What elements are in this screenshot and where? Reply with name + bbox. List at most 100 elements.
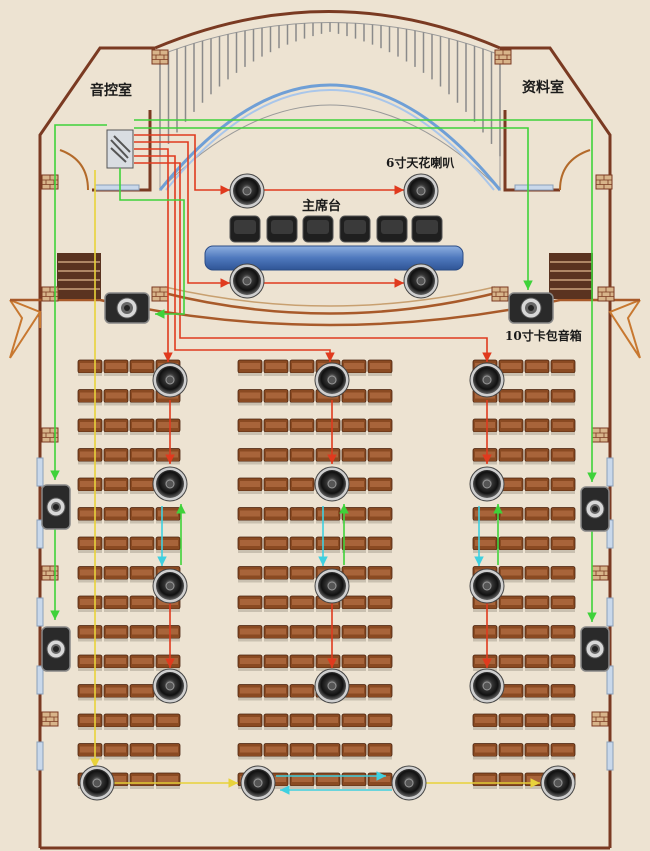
ceiling-speaker-icon: [229, 173, 265, 209]
audience-seat-icon: [77, 389, 103, 406]
audience-seat-icon: [498, 389, 524, 406]
audience-seat-icon: [129, 743, 155, 760]
audience-seat-icon: [103, 684, 129, 701]
ceiling-speaker-icon: [314, 466, 350, 502]
archive-room-label: 资料室: [522, 79, 564, 96]
audience-seat-icon: [289, 389, 315, 406]
audience-seat-icon: [155, 743, 181, 760]
control-room-label: 音控室: [90, 82, 132, 99]
audience-seat-icon: [155, 625, 181, 642]
audience-seat-icon: [367, 507, 393, 524]
audience-seat-icon: [315, 743, 341, 760]
audience-seat-icon: [367, 654, 393, 671]
audience-seat-icon: [367, 389, 393, 406]
amplifier-rack-icon: [106, 129, 134, 169]
box-speaker-icon: [41, 484, 71, 530]
audience-seat-icon: [524, 477, 550, 494]
audience-seat-icon: [341, 448, 367, 465]
audience-seat-icon: [472, 625, 498, 642]
audience-seat-icon: [289, 359, 315, 376]
audience-seat-icon: [129, 625, 155, 642]
audience-seat-icon: [237, 359, 263, 376]
audience-seat-icon: [472, 536, 498, 553]
audience-seat-icon: [129, 684, 155, 701]
audience-seat-icon: [103, 507, 129, 524]
audience-seat-icon: [103, 477, 129, 494]
audience-seat-icon: [289, 625, 315, 642]
audience-seat-icon: [498, 448, 524, 465]
audience-seat-icon: [103, 566, 129, 583]
audience-seating: [77, 359, 576, 789]
cyan-cables: [157, 506, 484, 795]
audience-seat-icon: [498, 418, 524, 435]
audience-seat-icon: [77, 507, 103, 524]
audience-seat-icon: [315, 448, 341, 465]
ceiling-speaker-icon: [469, 568, 505, 604]
brick-vent-icon: [591, 711, 609, 727]
audience-seat-icon: [263, 625, 289, 642]
audience-seat-icon: [367, 566, 393, 583]
ceiling-speaker-icon: [469, 668, 505, 704]
audience-seat-icon: [77, 566, 103, 583]
audience-seat-icon: [155, 418, 181, 435]
audience-seat-icon: [129, 772, 155, 789]
ceiling-speaker-icon: [391, 765, 427, 801]
ceiling-speaker-label: 6寸天花喇叭: [386, 155, 454, 170]
audience-seat-icon: [289, 566, 315, 583]
audience-seat-icon: [237, 684, 263, 701]
audience-seat-icon: [315, 625, 341, 642]
audience-seat-icon: [289, 536, 315, 553]
brick-vent-icon: [151, 49, 169, 65]
audience-seat-icon: [367, 625, 393, 642]
audience-seat-icon: [263, 507, 289, 524]
audience-seat-icon: [524, 536, 550, 553]
audience-seat-icon: [550, 743, 576, 760]
audience-seat-icon: [237, 566, 263, 583]
rostrum-chair-icon: [376, 215, 408, 243]
audience-seat-icon: [524, 684, 550, 701]
audience-seat-icon: [472, 448, 498, 465]
audience-seat-icon: [129, 448, 155, 465]
audience-seat-icon: [263, 684, 289, 701]
audience-seat-icon: [237, 418, 263, 435]
ceiling-speaker-icon: [540, 765, 576, 801]
audience-seat-icon: [129, 536, 155, 553]
audience-seat-icon: [524, 654, 550, 671]
audience-seat-icon: [524, 566, 550, 583]
audience-seat-icon: [103, 536, 129, 553]
audience-seat-icon: [472, 507, 498, 524]
audience-seat-icon: [550, 684, 576, 701]
brick-vent-icon: [41, 565, 59, 581]
brick-vent-icon: [494, 49, 512, 65]
audience-seat-icon: [498, 507, 524, 524]
ceiling-speaker-icon: [152, 466, 188, 502]
audience-seat-icon: [550, 595, 576, 612]
ceiling-speaker-icon: [403, 173, 439, 209]
box-speaker-icon: [580, 486, 610, 532]
audience-seat-icon: [472, 418, 498, 435]
yellow-cables: [90, 170, 540, 788]
ceiling-speaker-icon: [403, 263, 439, 299]
audience-seat-icon: [263, 536, 289, 553]
audience-seat-icon: [472, 772, 498, 789]
rostrum-chair-icon: [266, 215, 298, 243]
audience-seat-icon: [550, 654, 576, 671]
ceiling-speaker-icon: [79, 765, 115, 801]
rostrum-chairs: [229, 215, 443, 243]
audience-seat-icon: [367, 448, 393, 465]
audience-seat-icon: [77, 654, 103, 671]
audience-seat-icon: [103, 713, 129, 730]
door-swings: [59, 149, 591, 191]
audience-seat-icon: [129, 654, 155, 671]
audience-seat-icon: [103, 389, 129, 406]
audience-seat-icon: [129, 359, 155, 376]
audience-seat-icon: [77, 536, 103, 553]
audience-seat-icon: [155, 507, 181, 524]
brick-vent-icon: [591, 565, 609, 581]
audience-seat-icon: [263, 389, 289, 406]
ceiling-speaker-icon: [314, 362, 350, 398]
audience-seat-icon: [550, 418, 576, 435]
audience-seat-icon: [237, 654, 263, 671]
audience-seat-icon: [155, 713, 181, 730]
